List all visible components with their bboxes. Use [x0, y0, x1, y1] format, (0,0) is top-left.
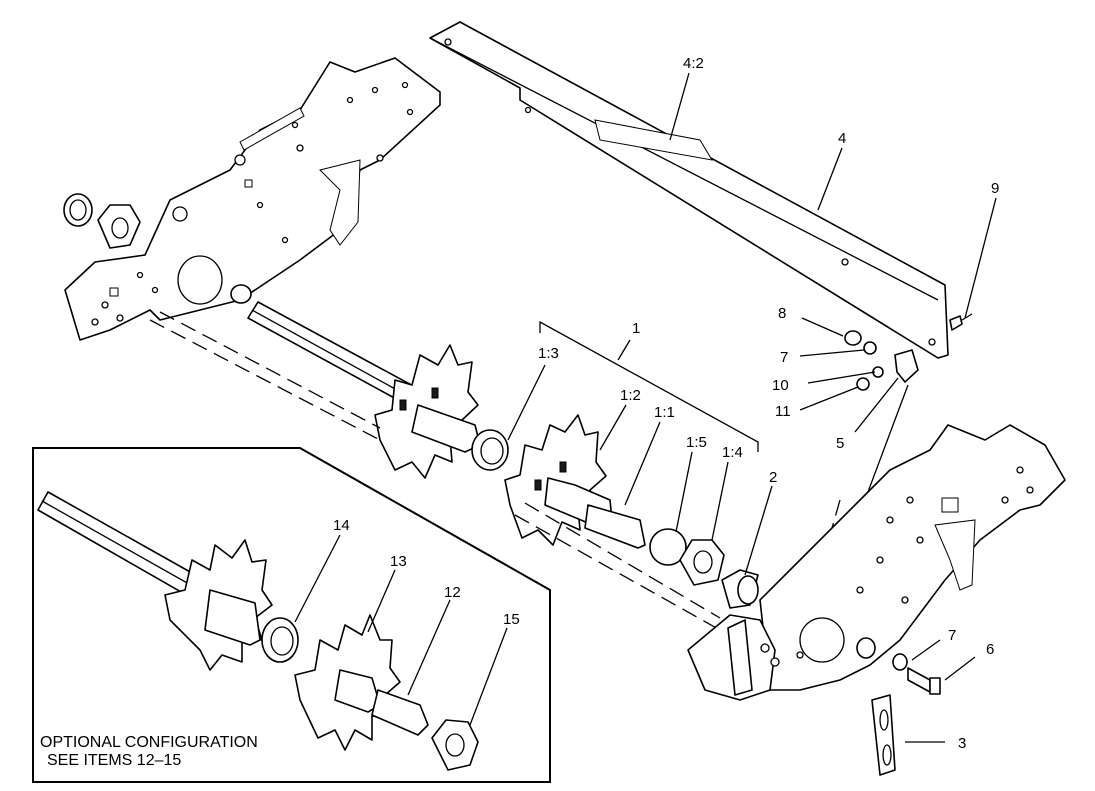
callout-9: 9 — [991, 180, 999, 197]
washer-7-lower — [892, 653, 908, 671]
bolt-6 — [907, 667, 941, 695]
callout-1-3: 1:3 — [538, 345, 559, 362]
top-cover-part — [429, 21, 949, 359]
leader-lines — [294, 72, 997, 743]
nut-11 — [856, 377, 870, 391]
optional-configuration-inset — [32, 447, 551, 783]
bearing-1-5 — [649, 528, 687, 566]
inset-sprocket-14 — [164, 539, 273, 671]
inset-shaft-12 — [371, 689, 429, 736]
nut-8 — [844, 330, 862, 346]
inset-sprocket-13 — [294, 614, 401, 751]
callout-8: 8 — [778, 305, 786, 322]
inset-bushing — [261, 617, 299, 663]
callout-7-upper: 7 — [780, 349, 788, 366]
callout-14: 14 — [333, 517, 350, 534]
main-shaft-assembly — [247, 301, 759, 609]
left-side-plate — [64, 57, 441, 341]
right-side-plate — [759, 424, 1066, 691]
callout-1: 1 — [632, 320, 640, 337]
bushing-2 — [721, 569, 759, 609]
nut-1-4 — [679, 539, 725, 586]
callout-1-1: 1:1 — [654, 404, 675, 421]
callout-11: 11 — [775, 403, 791, 420]
callout-3: 3 — [958, 735, 966, 752]
left-nut — [97, 204, 141, 249]
slotted-bar-3 — [871, 694, 896, 776]
inset-note-line1: OPTIONAL CONFIGURATION — [40, 734, 258, 751]
callout-labels: 4:2 4 9 8 7 10 11 5 1 1:3 1:2 1:1 1:5 1:… — [333, 55, 999, 752]
callout-1-5: 1:5 — [686, 434, 707, 451]
callout-12: 12 — [444, 584, 461, 601]
washer-7-upper — [863, 341, 877, 355]
callout-13: 13 — [390, 553, 407, 570]
callout-10: 10 — [772, 377, 789, 394]
callout-1-2: 1:2 — [620, 387, 641, 404]
callout-6: 6 — [986, 641, 994, 658]
inset-note-line2: SEE ITEMS 12–15 — [47, 752, 181, 769]
callout-15: 15 — [503, 611, 520, 628]
left-bushing — [63, 193, 93, 227]
callout-4-2: 4:2 — [683, 55, 704, 72]
callout-1-4: 1:4 — [722, 444, 743, 461]
callout-7-lower: 7 — [948, 627, 956, 644]
mount-bracket — [687, 614, 780, 701]
clip-5 — [894, 349, 919, 383]
callout-4: 4 — [838, 130, 846, 147]
inset-nut-15 — [431, 719, 479, 771]
bolt-9 — [949, 313, 973, 331]
callout-2: 2 — [769, 469, 777, 486]
callout-5: 5 — [836, 435, 844, 452]
bushing-1-3 — [471, 429, 509, 471]
